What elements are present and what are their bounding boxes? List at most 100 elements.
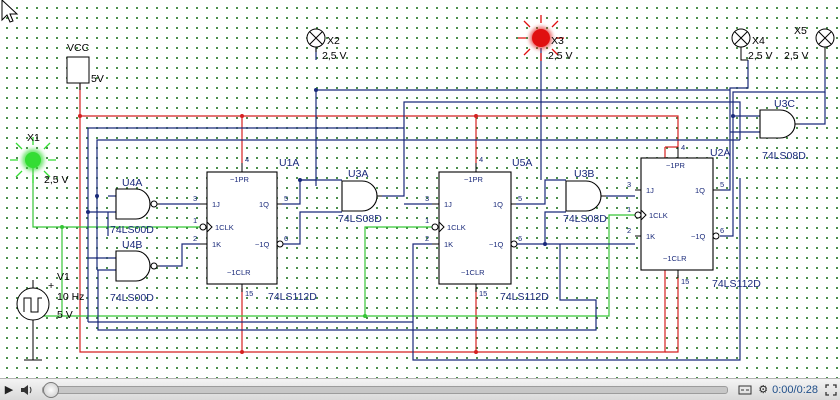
flipflop-u1a-label: U1A: [279, 157, 299, 169]
gate-u4b-type: 74LS00D: [110, 292, 154, 304]
vcc-source[interactable]: VCC 5V: [66, 42, 104, 90]
pin-pr: ~1PR: [464, 175, 484, 184]
pin-clk: 1CLK: [447, 223, 466, 232]
seek-thumb[interactable]: [43, 381, 59, 398]
flipflop-u5a-label: U5A: [512, 157, 532, 169]
seek-bar[interactable]: [42, 381, 729, 398]
playback-time: 0:00/0:28: [772, 383, 818, 396]
vcc-label: VCC: [67, 42, 90, 54]
probe-x4-label: X4: [752, 35, 765, 47]
flipflop-u1a-type: 74LS112D: [268, 291, 317, 303]
volume-button[interactable]: [18, 381, 36, 399]
settings-button[interactable]: ⚙: [754, 381, 772, 399]
fullscreen-button[interactable]: [822, 381, 840, 399]
probe-x1-label: X1: [27, 132, 40, 144]
pin-num-clk: 1: [627, 205, 631, 214]
schematic-canvas: VCC 5V V1 10 Hz 5 V + X1 2,5 V X2 2,5 V: [0, 0, 840, 378]
pin-q: 1Q: [493, 200, 503, 209]
gate-u3a-label: U3A: [348, 168, 368, 180]
pin-num-k: 2: [627, 226, 631, 235]
probe-x4-voltage: 2,5 V: [748, 50, 773, 62]
pin-num-j: 3: [193, 194, 197, 203]
gear-icon: ⚙: [758, 384, 769, 396]
pin-pr: ~1PR: [230, 175, 250, 184]
media-player-bar: ▶ ⚙ 0:00/0:28: [0, 378, 840, 400]
gate-u4b[interactable]: U4B 74LS00D: [110, 239, 160, 304]
pin-clr: ~1CLR: [227, 268, 251, 277]
pin-k: 1K: [212, 240, 221, 249]
speaker-icon: [21, 384, 32, 395]
pin-num-qn: 6: [518, 234, 522, 243]
pin-pr: ~1PR: [666, 161, 686, 170]
probe-x3-voltage: 2,5 V: [548, 50, 573, 62]
probe-x5[interactable]: X5 2,5 V: [784, 25, 835, 62]
probe-x4[interactable]: X4 2,5 V: [731, 28, 773, 62]
fullscreen-icon: [825, 383, 837, 396]
gate-u3c[interactable]: U3C 74LS08D: [759, 98, 806, 162]
play-button[interactable]: ▶: [0, 381, 18, 399]
pin-num-clr: 15: [681, 277, 689, 286]
gate-u3a-type: 74LS08D: [338, 213, 382, 225]
gate-u4a[interactable]: U4A 74LS00D: [110, 177, 160, 236]
gate-u3c-type: 74LS08D: [762, 150, 806, 162]
pin-num-q: 5: [720, 180, 724, 189]
probe-x3-label: X3: [551, 35, 564, 47]
probe-x2-label: X2: [327, 35, 340, 47]
subtitles-button[interactable]: [736, 381, 754, 399]
pin-k: 1K: [444, 240, 453, 249]
subtitles-icon: [738, 385, 752, 394]
pin-num-pr: 4: [245, 155, 249, 164]
play-icon: ▶: [4, 384, 14, 396]
pin-num-q: 5: [284, 194, 288, 203]
pin-num-pr: 4: [479, 155, 483, 164]
pin-q: 1Q: [259, 200, 269, 209]
flipflop-u2a-type: 74LS112D: [712, 278, 761, 290]
probe-x2-voltage: 2,5 V: [322, 50, 347, 62]
flipflop-u5a[interactable]: U5A 74LS112D ~1PR ~1CLR 1J 1K 1CLK 1Q ~1…: [425, 155, 549, 303]
pin-q: 1Q: [695, 186, 705, 195]
pin-clk: 1CLK: [649, 211, 668, 220]
v1-amplitude: 5 V: [57, 309, 73, 321]
gate-u4a-label: U4A: [122, 177, 142, 189]
probe-x1-rays-icon: [10, 137, 56, 183]
pin-num-pr: 4: [681, 143, 685, 152]
vcc-junctions: [78, 114, 478, 354]
gate-u4b-label: U4B: [122, 239, 142, 251]
probe-x1[interactable]: X1 2,5 V: [10, 132, 69, 186]
probe-x3-rays-icon: [518, 15, 564, 61]
pin-k: 1K: [646, 232, 655, 241]
v1-clock-source[interactable]: V1 10 Hz 5 V +: [16, 271, 84, 361]
flipflop-u1a[interactable]: U1A 74LS112D ~1PR ~1CLR 1J 1K 1CLK 1Q ~1…: [193, 155, 317, 303]
v1-label: V1: [57, 271, 70, 283]
pin-j: 1J: [212, 200, 220, 209]
pin-num-clr: 15: [245, 289, 253, 298]
flipflop-u2a[interactable]: U2A 74LS112D ~1PR ~1CLR 1J 1K 1CLK 1Q ~1…: [627, 143, 761, 290]
pin-j: 1J: [444, 200, 452, 209]
logic-junctions: [86, 88, 735, 246]
logic-wires: [87, 48, 826, 361]
pin-clr: ~1CLR: [663, 254, 687, 263]
pin-qn: ~1Q: [255, 240, 270, 249]
gate-u3b-label: U3B: [574, 168, 594, 180]
flipflop-u2a-label: U2A: [710, 147, 730, 159]
pin-num-q: 5: [518, 194, 522, 203]
probe-x5-voltage: 2,5 V: [784, 50, 809, 62]
gate-u4a-type: 74LS00D: [110, 224, 154, 236]
pin-num-clk: 1: [193, 216, 197, 225]
pin-num-qn: 6: [284, 234, 288, 243]
pin-num-k: 2: [425, 234, 429, 243]
gate-u3b-type: 74LS08D: [563, 213, 607, 225]
probe-x2[interactable]: X2 2,5 V: [306, 28, 347, 62]
pin-num-j: 3: [627, 180, 631, 189]
v1-frequency: 10 Hz: [57, 291, 84, 303]
probe-x5-label: X5: [794, 25, 807, 37]
vcc-value: 5V: [91, 73, 104, 85]
gate-u3b[interactable]: U3B 74LS08D: [563, 168, 607, 225]
pin-qn: ~1Q: [691, 232, 706, 241]
gate-u3a[interactable]: U3A 74LS08D: [338, 168, 382, 225]
probe-x1-voltage: 2,5 V: [44, 174, 69, 186]
probe-x3[interactable]: X3 2,5 V: [518, 15, 573, 62]
schematic-diagram: VCC 5V V1 10 Hz 5 V + X1 2,5 V X2 2,5 V: [1, 0, 835, 361]
pin-clk: 1CLK: [215, 223, 234, 232]
pin-qn: ~1Q: [489, 240, 504, 249]
